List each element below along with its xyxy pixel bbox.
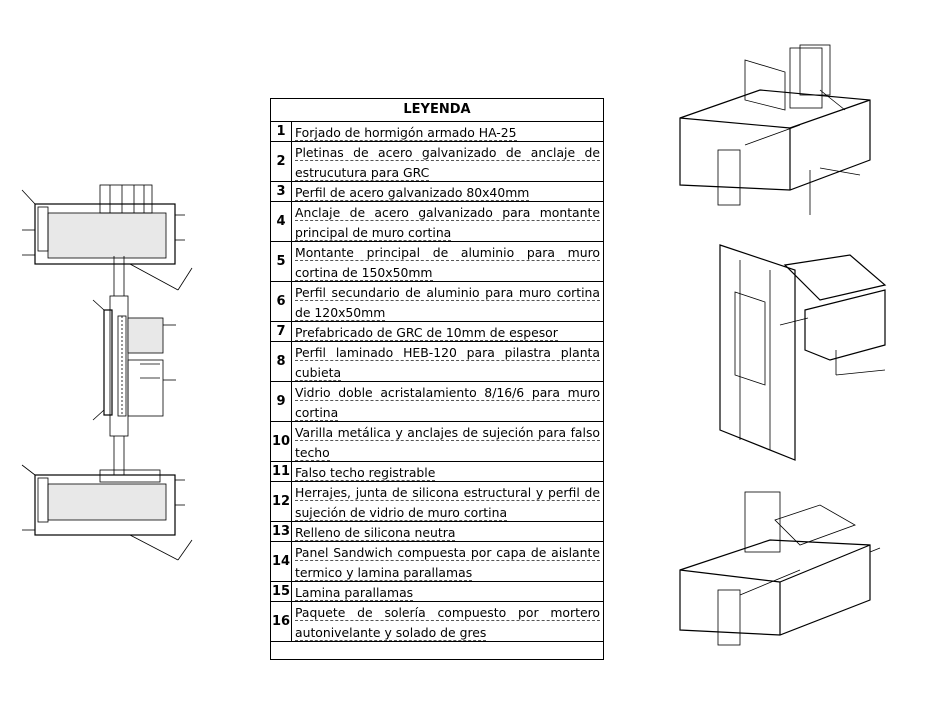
top-slab-detail: [21, 184, 193, 291]
legend-text: Falso techo registrable: [295, 465, 436, 481]
legend-text: Perfil laminado HEB-120 para pilastra pl…: [295, 345, 600, 381]
legend-text: Varilla metálica y anclajes de sujeción …: [295, 425, 600, 461]
curtain-wall-detail: [92, 256, 176, 475]
legend-number: 7: [271, 322, 292, 341]
iso-detail-top: [679, 44, 871, 215]
legend-number: 9: [271, 382, 292, 421]
bottom-slab-detail: [21, 464, 193, 561]
legend-text: Forjado de hormigón armado HA-25: [295, 125, 517, 141]
legend-number: 3: [271, 182, 292, 201]
legend-row: 8 Perfil laminado HEB-120 para pilastra …: [271, 342, 603, 382]
legend-text: Anclaje de acero galvanizado para montan…: [295, 205, 600, 241]
legend-row: 1 Forjado de hormigón armado HA-25: [271, 122, 603, 142]
legend-text: Lamina parallamas: [295, 585, 414, 601]
legend-row: 6 Perfil secundario de aluminio para mur…: [271, 282, 603, 322]
legend-number: 10: [271, 422, 292, 461]
legend-row: 15 Lamina parallamas: [271, 582, 603, 602]
legend-row: 5 Montante principal de aluminio para mu…: [271, 242, 603, 282]
legend-row: 3 Perfil de acero galvanizado 80x40mm: [271, 182, 603, 202]
legend-text: Vidrio doble acristalamiento 8/16/6 para…: [295, 385, 600, 421]
iso-detail-middle: [719, 244, 887, 461]
legend-number: 8: [271, 342, 292, 381]
legend-row: 11 Falso techo registrable: [271, 462, 603, 482]
legend-number: 6: [271, 282, 292, 321]
legend-text: Perfil de acero galvanizado 80x40mm: [295, 185, 530, 201]
legend-title: LEYENDA: [271, 99, 603, 122]
legend-row: 9 Vidrio doble acristalamiento 8/16/6 pa…: [271, 382, 603, 422]
iso-detail-bottom: [679, 491, 881, 646]
legend-text: Pletinas de acero galvanizado de anclaje…: [295, 145, 600, 181]
legend-number: 13: [271, 522, 292, 541]
legend-number: 11: [271, 462, 292, 481]
legend-text: Herrajes, junta de silicona estructural …: [295, 485, 600, 521]
legend-text: Montante principal de aluminio para muro…: [295, 245, 600, 281]
legend-row: 14 Panel Sandwich compuesta por capa de …: [271, 542, 603, 582]
legend-row: 12 Herrajes, junta de silicona estructur…: [271, 482, 603, 522]
legend-number: 12: [271, 482, 292, 521]
legend-text: Relleno de silicona neutra: [295, 525, 456, 541]
legend-number: 14: [271, 542, 292, 581]
legend-number: 16: [271, 602, 292, 641]
legend-text: Perfil secundario de aluminio para muro …: [295, 285, 600, 321]
legend-number: 4: [271, 202, 292, 241]
legend-number: 15: [271, 582, 292, 601]
legend-row: 7 Prefabricado de GRC de 10mm de espesor: [271, 322, 603, 342]
legend-row: 2 Pletinas de acero galvanizado de ancla…: [271, 142, 603, 182]
legend-row: 4 Anclaje de acero galvanizado para mont…: [271, 202, 603, 242]
legend-number: 1: [271, 122, 292, 141]
legend-text: Prefabricado de GRC de 10mm de espesor: [295, 325, 558, 341]
legend-number: 5: [271, 242, 292, 281]
legend-row: 16 Paquete de solería compuesto por mort…: [271, 602, 603, 642]
legend-row: 10 Varilla metálica y anclajes de sujeci…: [271, 422, 603, 462]
legend-text: Panel Sandwich compuesta por capa de ais…: [295, 545, 600, 581]
legend-text: Paquete de solería compuesto por mortero…: [295, 605, 600, 641]
legend-table: LEYENDA 1 Forjado de hormigón armado HA-…: [270, 98, 604, 660]
legend-number: 2: [271, 142, 292, 181]
legend-row: 13 Relleno de silicona neutra: [271, 522, 603, 542]
